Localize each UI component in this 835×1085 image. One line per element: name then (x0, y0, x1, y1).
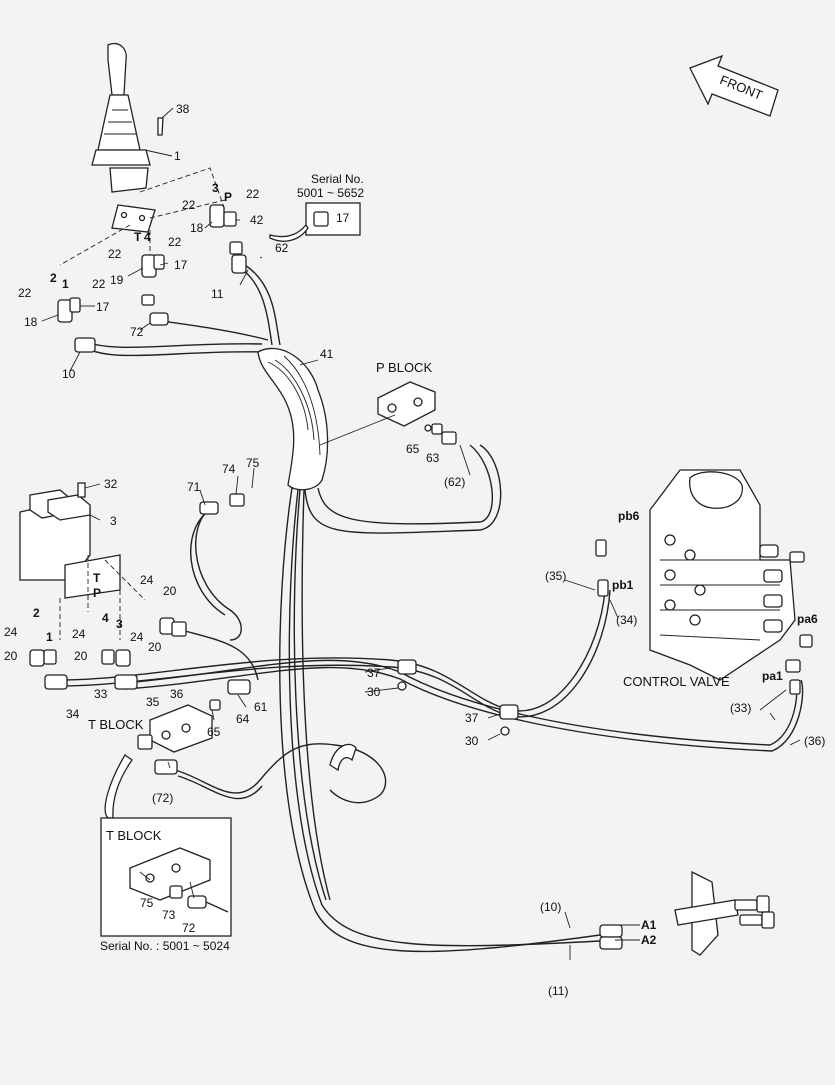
part-22-f: 22 (18, 286, 32, 300)
part-22-c: 22 (168, 235, 182, 249)
port-p-low: P (93, 586, 101, 600)
part-62: 62 (275, 241, 289, 255)
control-valve (595, 469, 813, 695)
leader-lines (41, 107, 801, 960)
part-numbers: 38 1 3 P 22 22 18 42 17 62 T 4 22 22 17 … (4, 102, 825, 998)
t-block (104, 704, 213, 819)
part-22-d: 22 (108, 247, 122, 261)
port-4-top: 4 (144, 230, 151, 244)
port-pa6: pa6 (797, 612, 818, 626)
port-2-top: 2 (50, 271, 57, 285)
ref-33: (33) (730, 701, 751, 715)
top-joystick (59, 42, 226, 266)
serial-inset-top: Serial No. 5001 ~ 5652 (269, 172, 364, 242)
port-t-low: T (93, 571, 101, 585)
part-34: 34 (66, 707, 80, 721)
part-19: 19 (110, 273, 124, 287)
part-18-b: 18 (24, 315, 38, 329)
part-38: 38 (176, 102, 190, 116)
port-a1: A1 (641, 918, 657, 932)
part-30-b: 30 (465, 734, 479, 748)
ref-62: (62) (444, 475, 465, 489)
p-block-title: P BLOCK (376, 360, 432, 375)
ref-11: (11) (548, 984, 568, 998)
lower-fittings (29, 493, 251, 711)
part-20-b: 20 (148, 640, 162, 654)
part-17-inset: 17 (336, 211, 350, 225)
part-20-a: 20 (163, 584, 177, 598)
part-64: 64 (236, 712, 250, 726)
front-arrow: FRONT (689, 54, 779, 117)
part-72-b: 72 (182, 921, 196, 935)
part-75-a: 75 (246, 456, 260, 470)
port-3-low: 3 (116, 617, 123, 631)
top-fittings (57, 204, 247, 353)
t-block-title: T BLOCK (88, 717, 144, 732)
part-73: 73 (162, 908, 176, 922)
t-block-inset-title: T BLOCK (106, 828, 162, 843)
a-port-bracket (599, 870, 775, 956)
part-1: 1 (174, 149, 181, 163)
part-18-a: 18 (190, 221, 204, 235)
part-24-a: 24 (140, 573, 154, 587)
t-block-inset: T BLOCK Serial No. : 5001 ~ 5024 (100, 817, 232, 953)
lower-joystick (19, 482, 146, 640)
part-37-b: 37 (465, 711, 479, 725)
ref-35: (35) (545, 569, 566, 583)
part-71: 71 (187, 480, 201, 494)
part-20-d: 20 (74, 649, 88, 663)
part-65-b: 65 (207, 725, 221, 739)
port-a2: A2 (641, 933, 657, 947)
part-22-b: 22 (182, 198, 196, 212)
ref-34: (34) (616, 613, 637, 627)
port-p-top: P (224, 190, 232, 204)
port-4-low: 4 (102, 611, 109, 625)
port-pa1: pa1 (762, 669, 783, 683)
part-17-b: 17 (96, 300, 110, 314)
part-63: 63 (426, 451, 440, 465)
part-22-a: 22 (246, 187, 260, 201)
part-42: 42 (250, 213, 264, 227)
serial-top-line2: 5001 ~ 5652 (297, 186, 364, 200)
part-61: 61 (254, 700, 268, 714)
part-36: 36 (170, 687, 184, 701)
port-1-low: 1 (46, 630, 53, 644)
part-20-c: 20 (4, 649, 18, 663)
serial-bottom: Serial No. : 5001 ~ 5024 (100, 939, 230, 953)
part-30-a: 30 (367, 685, 381, 699)
clamps (329, 659, 519, 772)
port-pb6: pb6 (618, 509, 640, 523)
part-3: 3 (110, 514, 117, 528)
part-33: 33 (94, 687, 108, 701)
part-75-b: 75 (140, 896, 154, 910)
part-35: 35 (146, 695, 160, 709)
ref-72: (72) (152, 791, 173, 805)
port-pb1: pb1 (612, 578, 634, 592)
port-2-low: 2 (33, 606, 40, 620)
port-3-top: 3 (212, 181, 219, 195)
part-65-a: 65 (406, 442, 420, 456)
part-22-e: 22 (92, 277, 106, 291)
part-37-a: 37 (367, 666, 381, 680)
p-block: P BLOCK (319, 360, 457, 446)
control-valve-title: CONTROL VALVE (623, 674, 730, 689)
port-t-top: T (134, 230, 142, 244)
port-1-top: 1 (62, 277, 69, 291)
part-11: 11 (211, 287, 224, 301)
part-74: 74 (222, 462, 236, 476)
serial-top-line1: Serial No. (311, 172, 364, 186)
part-32: 32 (104, 477, 118, 491)
ref-10: (10) (540, 900, 561, 914)
part-24-b: 24 (130, 630, 144, 644)
part-24-d: 24 (72, 627, 86, 641)
part-24-c: 24 (4, 625, 18, 639)
ref-36: (36) (804, 734, 825, 748)
part-72-a: 72 (130, 325, 144, 339)
part-10: 10 (62, 367, 76, 381)
part-17-a: 17 (174, 258, 188, 272)
part-41: 41 (320, 347, 334, 361)
